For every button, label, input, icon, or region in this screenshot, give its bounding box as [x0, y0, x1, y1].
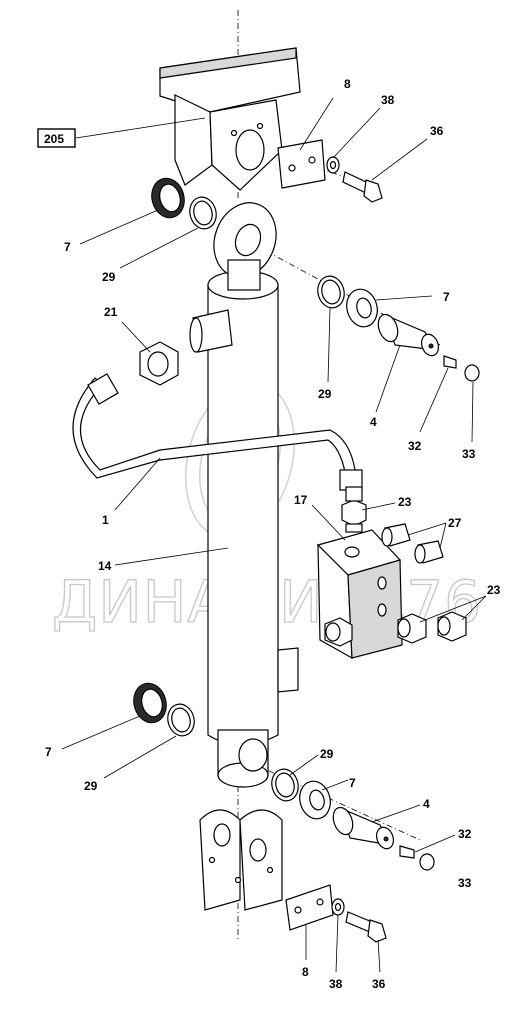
- callout-7-d: 7: [349, 776, 356, 790]
- callout-7-b: 7: [443, 290, 450, 304]
- seal-7-top-left: [151, 177, 185, 219]
- callout-1: 1: [102, 513, 109, 527]
- callout-17: 17: [294, 493, 308, 507]
- fitting-32-bottom: [399, 845, 415, 859]
- pin-axis-top: [254, 244, 441, 346]
- plate-8-bottom: [285, 884, 334, 931]
- callout-33-bottom: 33: [458, 876, 472, 890]
- pin-4-bottom: [332, 806, 395, 850]
- callout-32-bottom: 32: [458, 827, 472, 841]
- cap-33-top: [464, 364, 480, 382]
- callout-labels: 8 38 36 7 29 21 7 29 4 32 33 1 17 23 27 …: [45, 77, 501, 991]
- oring-29-top-right: [317, 275, 345, 309]
- callout-4-bottom: 4: [423, 797, 430, 811]
- oring-29-top-left: [189, 196, 217, 230]
- bolt-36-top: [342, 171, 383, 203]
- bottom-mounting-bracket: [199, 809, 283, 911]
- plug-27-a: [381, 523, 411, 547]
- pin-4-top: [377, 313, 440, 357]
- callout-29-a: 29: [102, 270, 116, 284]
- washer-7-bottom-right: [299, 780, 331, 820]
- oring-29-bottom-right: [271, 768, 299, 802]
- callout-7-c: 7: [45, 745, 52, 759]
- callout-36-top: 36: [430, 124, 444, 138]
- washer-38-top: [326, 156, 340, 174]
- callout-38-bottom: 38: [329, 977, 343, 991]
- plate-8-top: [277, 139, 326, 189]
- fitting-23-right-b: [437, 611, 467, 642]
- fitting-23-block-side: [324, 617, 353, 647]
- fitting-23-right-a: [397, 613, 427, 644]
- pin-axis-bottom: [244, 759, 421, 841]
- callout-36-bottom: 36: [372, 977, 386, 991]
- callout-23-b: 23: [487, 583, 501, 597]
- callout-21: 21: [104, 305, 118, 319]
- callout-29-c: 29: [84, 779, 98, 793]
- callout-29-b: 29: [318, 387, 332, 401]
- callout-38-top: 38: [381, 93, 395, 107]
- washer-38-bottom: [331, 898, 345, 916]
- callout-8-top: 8: [344, 77, 351, 91]
- callout-4-top: 4: [370, 415, 377, 429]
- oring-29-bottom-left: [167, 703, 195, 737]
- ref-box-label: 205: [44, 132, 64, 146]
- fitting-21: [139, 341, 179, 386]
- hydraulic-pipe: [72, 373, 363, 491]
- leader-lines: [61, 97, 487, 973]
- callout-7-a: 7: [64, 240, 71, 254]
- hydraulic-cylinder: [189, 202, 299, 788]
- callout-23-a: 23: [398, 495, 412, 509]
- bolt-36-bottom: [345, 911, 387, 943]
- callout-27: 27: [448, 516, 462, 530]
- fitting-23-top: [341, 486, 367, 533]
- washer-7-top-right: [346, 288, 378, 328]
- callout-33-top: 33: [462, 447, 476, 461]
- callout-32-top: 32: [408, 439, 422, 453]
- valve-block-17: [316, 529, 403, 660]
- top-mounting-bracket: [159, 47, 301, 191]
- fitting-32-top: [443, 355, 457, 369]
- callout-8-bottom: 8: [302, 965, 309, 979]
- cap-33-bottom: [419, 853, 435, 871]
- callout-14: 14: [98, 559, 112, 573]
- callout-29-d: 29: [320, 747, 334, 761]
- plug-27-b: [414, 540, 444, 564]
- reference-box-205: 205: [37, 128, 76, 148]
- seal-7-bottom-left: [133, 682, 167, 724]
